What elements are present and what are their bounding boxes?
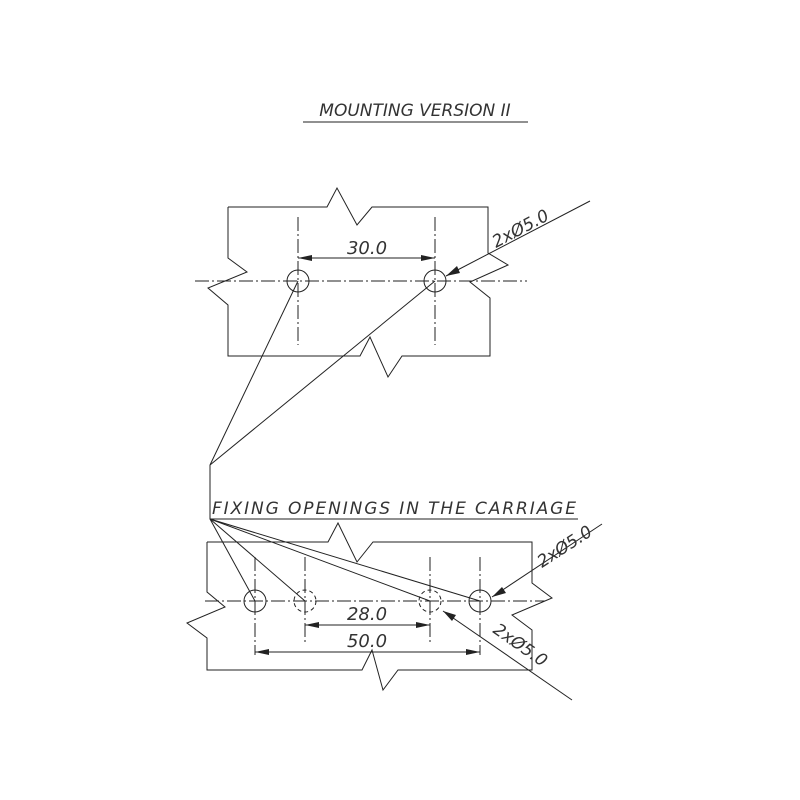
leader-line [491, 523, 603, 598]
dimension-label: 30.0 [347, 238, 387, 259]
arrowhead [421, 255, 435, 261]
hidden-hole [418, 589, 442, 613]
leader-line [442, 610, 573, 701]
top-view: 30.0 2xØ5.0 [195, 186, 591, 379]
leader-line [209, 518, 481, 602]
hole-callout: 2xØ5.0 [489, 206, 553, 252]
arrowhead [492, 587, 506, 597]
arrowhead [298, 255, 312, 261]
hole [468, 589, 492, 613]
leader-line [209, 280, 436, 466]
leader-line [209, 518, 306, 602]
hole [286, 269, 310, 293]
hole [423, 269, 447, 293]
hole [243, 589, 267, 613]
dimension-label: 28.0 [347, 604, 387, 625]
leader-line [209, 518, 256, 602]
hole-callout: 2xØ5.0 [534, 522, 596, 572]
arrowhead [416, 622, 430, 628]
dimension-label: 50.0 [347, 631, 387, 652]
bottom-plate-outline [186, 521, 553, 692]
arrowhead [255, 649, 269, 655]
arrowhead [305, 622, 319, 628]
bottom-view: FIXING OPENINGS IN THE CARRIAGE 28.0 50.… [186, 499, 603, 701]
leader-line [209, 280, 299, 466]
top-plate-outline [207, 186, 510, 379]
leader-line [445, 200, 591, 277]
carriage-label: FIXING OPENINGS IN THE CARRIAGE [212, 499, 576, 519]
drawing-title: MOUNTING VERSION II [319, 101, 510, 121]
arrowhead [446, 266, 460, 276]
arrowhead [466, 649, 480, 655]
leader-line [209, 518, 431, 602]
hidden-hole [293, 589, 317, 613]
arrowhead [443, 611, 456, 621]
